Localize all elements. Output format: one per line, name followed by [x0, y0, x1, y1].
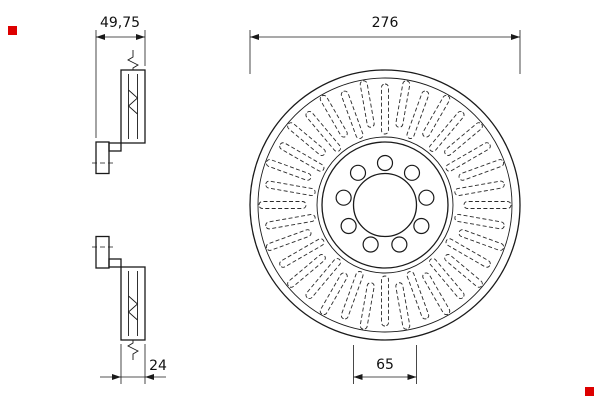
vent-slot	[395, 282, 411, 330]
vent-slot	[287, 122, 326, 156]
vent-slots	[258, 80, 512, 330]
center-bore	[352, 172, 418, 238]
dimension-overall-width: 49,75	[95, 15, 146, 138]
vent-slot	[444, 122, 483, 156]
vane-hatch	[127, 295, 139, 321]
front-view: 276 65	[249, 15, 521, 384]
vent-slot	[444, 254, 483, 288]
bolt-hole	[376, 154, 394, 172]
vane-hatch	[127, 89, 139, 115]
vent-slot	[395, 80, 411, 128]
hub-edge	[321, 141, 449, 269]
vent-slot	[463, 201, 512, 209]
vent-slot	[265, 180, 316, 197]
vent-slot	[265, 159, 312, 181]
dimension-center-bore: 65	[353, 345, 417, 384]
vent-slot	[458, 159, 505, 181]
vent-slot	[359, 282, 375, 330]
disc-outer-edge	[249, 69, 521, 341]
vent-slot	[381, 83, 389, 135]
vent-slot	[428, 111, 465, 152]
dimension-outer-diameter: 276	[249, 15, 521, 74]
vent-slot	[406, 271, 430, 320]
bolt-hole	[340, 217, 357, 235]
vent-slot	[265, 229, 312, 251]
vent-slot	[422, 272, 451, 316]
dimension-ring-thickness: 24	[100, 344, 167, 384]
hat-drum-top	[108, 142, 122, 152]
vent-slot	[454, 213, 505, 230]
bolt-hole	[413, 217, 430, 235]
bolt-hole	[403, 164, 421, 181]
dim-bore-label: 65	[376, 357, 394, 373]
vent-slot	[359, 80, 375, 128]
vent-inner-boundary	[316, 136, 454, 274]
break-symbol-bottom	[127, 340, 139, 360]
hat-drum-bottom	[108, 258, 122, 268]
vent-slot	[319, 272, 348, 316]
vent-slot	[340, 90, 364, 139]
side-section-view: 49,75 24	[92, 15, 167, 384]
vent-slot	[305, 258, 342, 299]
vent-slot	[305, 111, 342, 152]
vent-slot	[287, 254, 326, 288]
friction-ring-top-section	[120, 69, 146, 144]
hat-face-lower	[95, 235, 110, 269]
bolt-hole	[362, 236, 379, 253]
dim-diameter-label: 276	[372, 15, 399, 31]
vent-slot	[454, 180, 505, 197]
friction-surface-edge	[257, 77, 513, 333]
vent-slot	[428, 258, 465, 299]
vent-slot	[406, 90, 430, 139]
bolt-hole	[335, 189, 352, 206]
vent-slot	[265, 213, 316, 230]
hat-face-upper	[95, 141, 110, 175]
bolt-holes	[335, 154, 435, 253]
vent-slot	[340, 271, 364, 320]
vent-slot	[422, 94, 451, 138]
vent-slot	[258, 201, 307, 209]
vent-slot	[445, 238, 491, 268]
bolt-hole	[349, 164, 367, 181]
vent-slot	[381, 275, 389, 327]
vent-slot	[279, 142, 325, 172]
vent-slot	[319, 94, 348, 138]
dim-thickness-label: 24	[149, 358, 167, 374]
break-symbol-top	[127, 50, 139, 70]
vent-slot	[445, 142, 491, 172]
vent-slot	[458, 229, 505, 251]
friction-ring-bottom-section	[120, 266, 146, 341]
bolt-hole	[418, 189, 435, 206]
bolt-hole	[391, 236, 408, 253]
dim-width-label: 49,75	[100, 15, 140, 31]
vent-slot	[279, 238, 325, 268]
brand-marker-top-left	[8, 26, 17, 35]
brand-marker-bottom-right	[585, 387, 594, 396]
